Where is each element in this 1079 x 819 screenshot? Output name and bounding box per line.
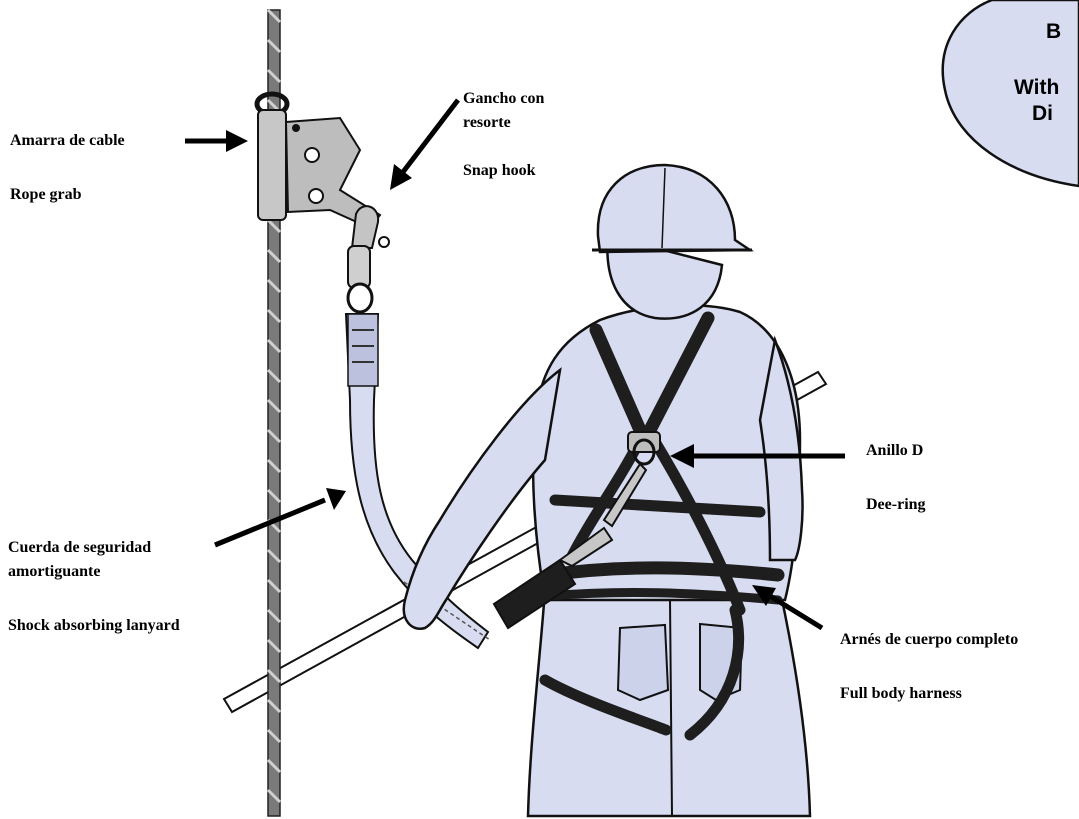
- worker-head: [592, 165, 752, 319]
- arrow-snap-hook: [390, 100, 458, 190]
- label-rope-grab-es: Amarra de cable: [10, 130, 125, 152]
- callout-line-1: B: [1046, 20, 1061, 44]
- label-lanyard-en: Shock absorbing lanyard: [8, 615, 180, 637]
- label-snap-hook-es-1: Gancho con: [463, 88, 544, 110]
- label-snap-hook-en: Snap hook: [463, 160, 536, 182]
- label-snap-hook-es-2: resorte: [463, 112, 511, 134]
- callout-line-3: Di: [1032, 102, 1053, 126]
- label-harness-es: Arnés de cuerpo completo: [840, 629, 1018, 651]
- worker-pants: [528, 590, 810, 816]
- label-dee-ring-es: Anillo D: [866, 440, 923, 462]
- label-lanyard-es-1: Cuerda de seguridad: [8, 537, 151, 559]
- label-lanyard-es-2: amortiguante: [8, 561, 100, 583]
- label-dee-ring-en: Dee-ring: [866, 494, 926, 516]
- callout-line-2: With: [1014, 76, 1059, 100]
- arrow-rope-grab: [185, 130, 248, 152]
- label-harness-en: Full body harness: [840, 683, 962, 705]
- label-rope-grab-en: Rope grab: [10, 184, 82, 206]
- snap-hook: [348, 206, 389, 312]
